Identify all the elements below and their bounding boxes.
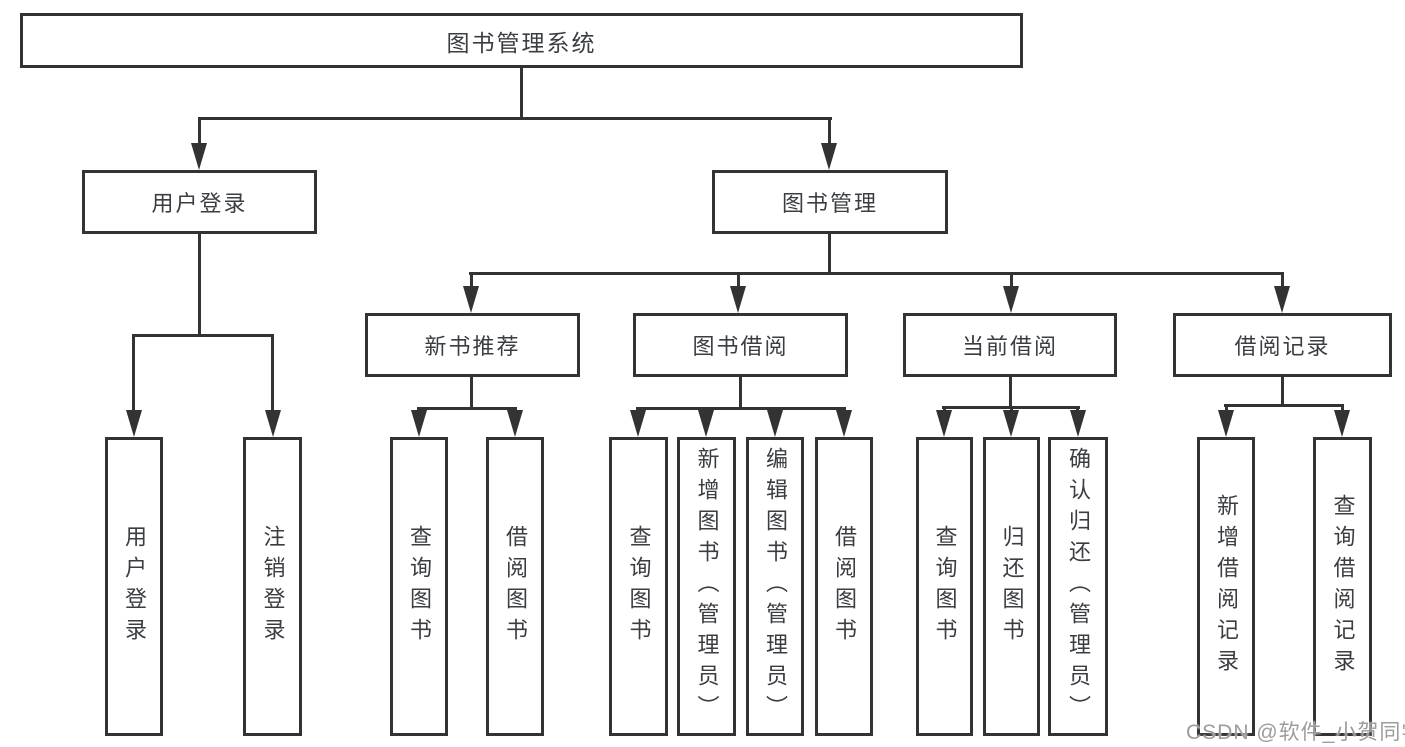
connector-line	[1224, 404, 1344, 407]
arrow-down-icon	[936, 410, 952, 437]
arrow-down-icon	[1003, 410, 1019, 437]
arrow-down-icon	[836, 410, 852, 437]
connector-line	[828, 234, 831, 275]
arrow-down-icon	[463, 286, 479, 313]
arrow-down-icon	[1003, 286, 1019, 313]
connector-line	[1225, 404, 1228, 414]
connector-line	[1009, 377, 1012, 407]
connector-line	[828, 117, 831, 149]
leaf-borrowing-add-books-admin: 新增图书（管理员）	[677, 437, 736, 736]
node-library-management-system: 图书管理系统	[20, 13, 1023, 68]
connector-line	[1281, 377, 1284, 405]
arrow-down-icon	[1274, 286, 1290, 313]
leaf-current-return-books: 归还图书	[983, 437, 1040, 736]
node-label: 图书管理系统	[446, 29, 597, 56]
node-borrowing-records: 借阅记录	[1173, 313, 1392, 377]
leaf-label: 确认归还（管理员）	[1066, 447, 1091, 726]
node-current-borrowing: 当前借阅	[903, 313, 1117, 377]
arrow-down-icon	[1218, 410, 1234, 437]
arrow-down-icon	[1070, 410, 1086, 437]
node-label: 图书管理	[781, 191, 878, 216]
arrow-down-icon	[126, 410, 142, 437]
node-label: 借阅记录	[1234, 334, 1331, 359]
leaf-user-login: 用户登录	[105, 437, 163, 736]
leaf-label: 注销登录	[260, 524, 286, 649]
leaf-borrowing-query-books: 查询图书	[609, 437, 668, 736]
node-label: 用户登录	[151, 191, 248, 216]
connector-line	[1341, 404, 1344, 414]
arrow-down-icon	[821, 143, 837, 170]
node-label: 新书推荐	[424, 334, 521, 359]
node-label: 图书借阅	[692, 334, 789, 359]
connector-line	[198, 117, 201, 149]
arrow-down-icon	[630, 410, 646, 437]
node-label: 当前借阅	[961, 334, 1058, 359]
connector-line	[469, 272, 1283, 275]
connector-line	[417, 407, 517, 410]
leaf-label: 查询借阅记录	[1330, 493, 1356, 680]
leaf-label: 编辑图书（管理员）	[763, 447, 788, 726]
node-new-book-recommend: 新书推荐	[365, 313, 580, 377]
leaf-label: 归还图书	[999, 524, 1025, 649]
arrow-down-icon	[1334, 410, 1350, 437]
leaf-label: 用户登录	[122, 524, 147, 649]
connector-line	[132, 334, 135, 412]
connector-line	[636, 407, 846, 410]
arrow-down-icon	[730, 286, 746, 313]
arrow-down-icon	[507, 410, 523, 437]
node-book-management: 图书管理	[712, 170, 948, 234]
connector-line	[198, 234, 201, 335]
leaf-logout: 注销登录	[243, 437, 302, 736]
connector-line	[1281, 272, 1284, 290]
leaf-recommend-query-books: 查询图书	[390, 437, 448, 736]
leaf-label: 查询图书	[932, 524, 958, 649]
leaf-label: 借阅图书	[503, 524, 528, 649]
connector-line	[132, 334, 274, 337]
leaf-label: 查询图书	[407, 524, 432, 649]
leaf-current-query-books: 查询图书	[916, 437, 973, 736]
connector-line	[737, 272, 740, 290]
leaf-label: 借阅图书	[832, 524, 857, 649]
node-user-login: 用户登录	[82, 170, 317, 234]
leaf-label: 新增图书（管理员）	[694, 447, 720, 726]
leaf-current-confirm-return-admin: 确认归还（管理员）	[1048, 437, 1108, 736]
leaf-label: 查询图书	[626, 524, 652, 649]
node-book-borrowing: 图书借阅	[633, 313, 848, 377]
arrow-down-icon	[767, 410, 783, 437]
connector-line	[271, 334, 274, 412]
leaf-label: 新增借阅记录	[1214, 493, 1239, 680]
arrow-down-icon	[698, 410, 714, 437]
leaf-recommend-borrow-books: 借阅图书	[486, 437, 544, 736]
connector-line	[1010, 272, 1013, 290]
leaf-borrowing-borrow-books: 借阅图书	[815, 437, 873, 736]
connector-line	[520, 68, 523, 118]
watermark-text: CSDN @软件_小贺同学	[1186, 721, 1405, 744]
leaf-records-query-borrow-record: 查询借阅记录	[1313, 437, 1372, 736]
leaf-borrowing-edit-books-admin: 编辑图书（管理员）	[746, 437, 804, 736]
arrow-down-icon	[191, 143, 207, 170]
leaf-records-add-borrow-record: 新增借阅记录	[1197, 437, 1255, 736]
connector-line	[198, 117, 832, 120]
connector-line	[470, 377, 473, 408]
connector-line	[470, 272, 473, 290]
arrow-down-icon	[265, 410, 281, 437]
arrow-down-icon	[411, 410, 427, 437]
connector-line	[739, 377, 742, 408]
